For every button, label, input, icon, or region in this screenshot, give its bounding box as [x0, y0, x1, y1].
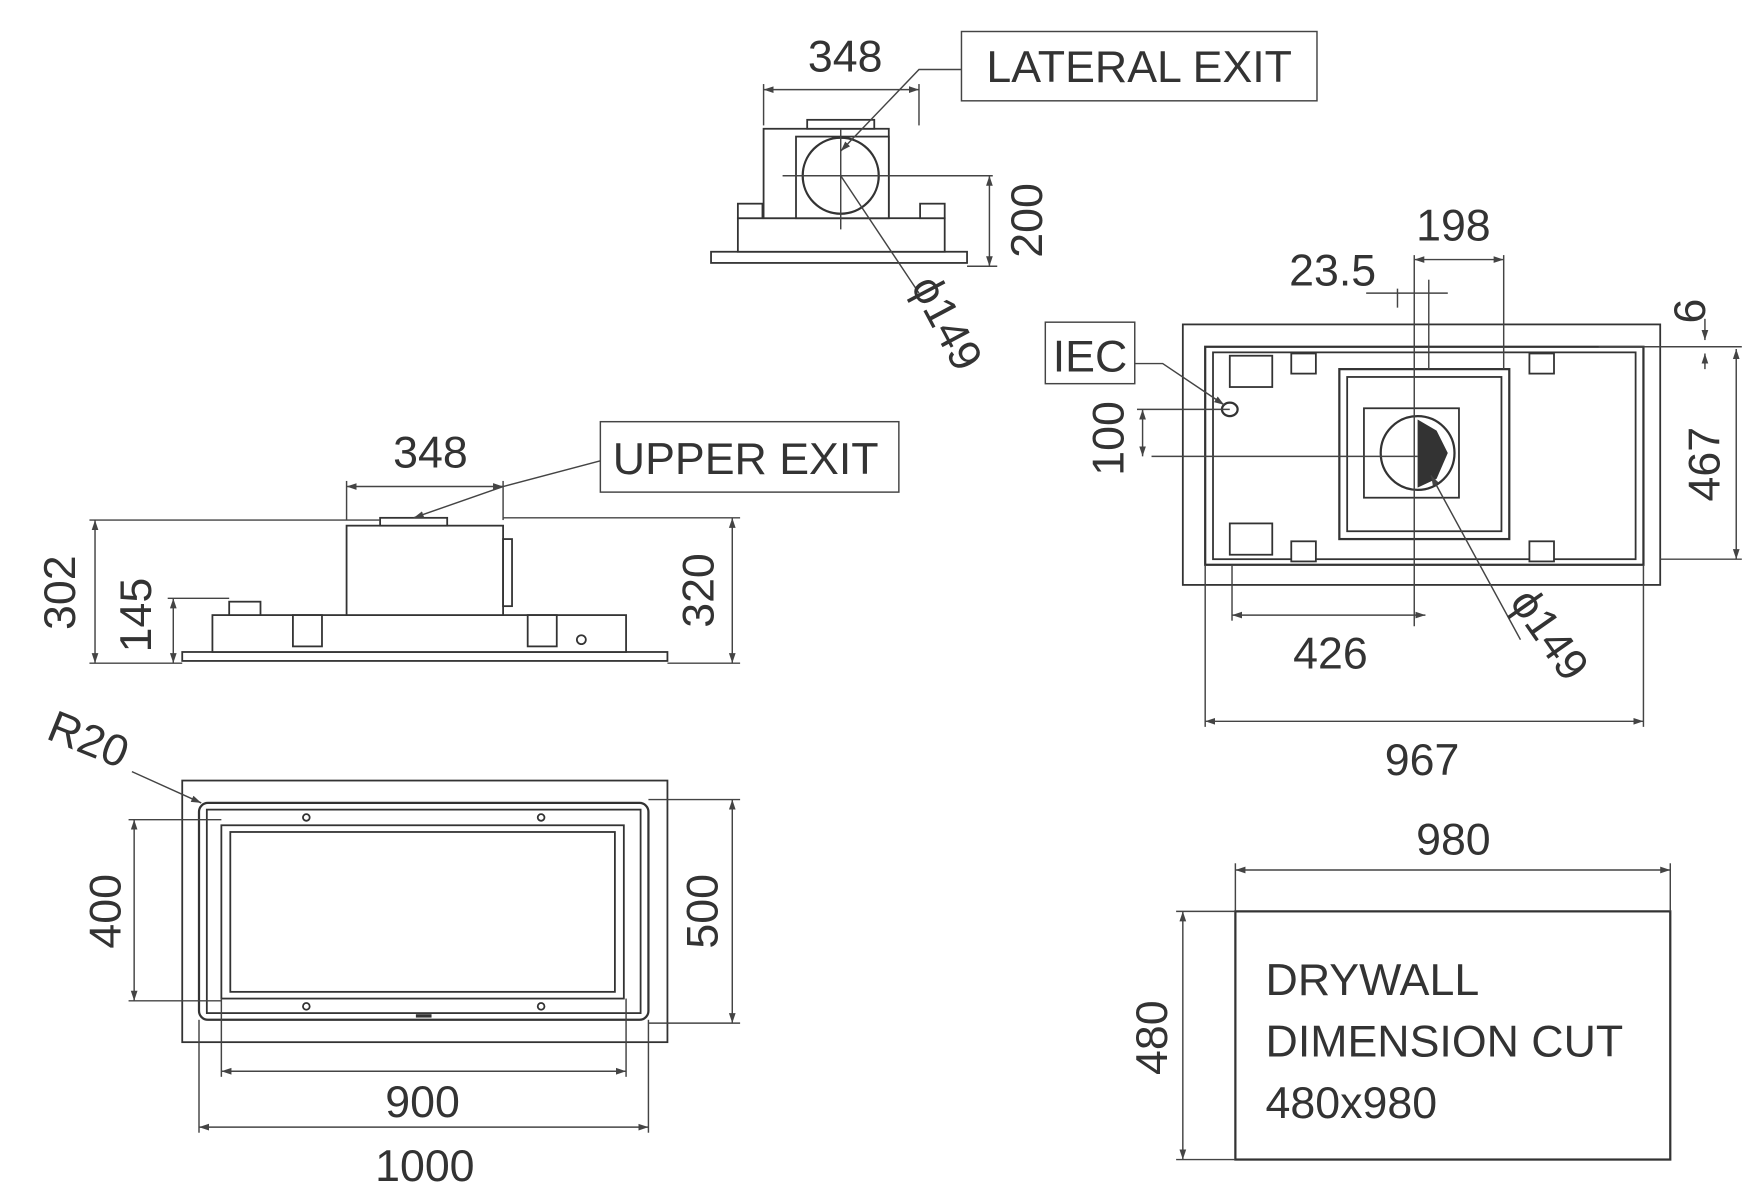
plan-duct-x-dim: 426: [1293, 630, 1368, 679]
drywall-line3: 480x980: [1266, 1079, 1438, 1128]
lateral-height-dim: 200: [1003, 183, 1052, 258]
iec-label-box: [1044, 321, 1136, 385]
lateral-duct-dim: ϕ149: [901, 268, 991, 379]
upper-exit-view: 348 UPPER EXIT 302 145 320: [36, 420, 900, 664]
upper-right-height-dim: 320: [674, 553, 723, 628]
upper-total-height-dim: 302: [36, 555, 85, 630]
plan-width-dim: 967: [1385, 736, 1460, 785]
front-outer-width-dim: 1000: [375, 1142, 474, 1191]
lateral-exit-view: 348 LATERAL EXIT 200 ϕ149: [710, 30, 1318, 379]
lateral-width-dim: 348: [808, 33, 883, 82]
front-inner-width-dim: 900: [385, 1078, 460, 1127]
drywall-height-dim: 480: [1128, 1000, 1177, 1075]
plan-small-offset-dim: 23.5: [1289, 246, 1376, 295]
drywall-line2: DIMENSION CUT: [1266, 1018, 1624, 1067]
plan-view: 198 23.5 6 467 IEC 100 426 967 ϕ149: [1044, 202, 1742, 785]
radius-dim: R20: [41, 702, 135, 778]
plan-depth-dim: 467: [1680, 427, 1729, 502]
plan-edge-dim: 6: [1666, 299, 1715, 324]
upper-exit-label: UPPER EXIT: [613, 435, 879, 484]
drywall-line1: DRYWALL: [1266, 956, 1480, 1005]
lateral-exit-label-box: [960, 30, 1318, 102]
front-inner-height-dim: 400: [82, 874, 131, 949]
lateral-exit-label: LATERAL EXIT: [986, 43, 1292, 92]
plan-duct-circle: [1379, 414, 1456, 491]
upper-base-height-dim: 145: [112, 578, 161, 653]
iec-label: IEC: [1053, 332, 1128, 381]
plan-iec-height-dim: 100: [1085, 401, 1134, 476]
plan-offset-dim: 198: [1416, 202, 1491, 251]
upper-exit-label-box: [599, 420, 900, 493]
upper-width-dim: 348: [393, 429, 468, 478]
plan-duct-dim: ϕ149: [1500, 580, 1597, 690]
drywall-width-dim: 980: [1416, 815, 1491, 864]
drywall-cut: 980 480 DRYWALL DIMENSION CUT 480x980: [1128, 815, 1672, 1161]
front-view: R20 400 500 900 1000: [41, 702, 741, 1191]
front-outer-height-dim: 500: [679, 874, 728, 949]
